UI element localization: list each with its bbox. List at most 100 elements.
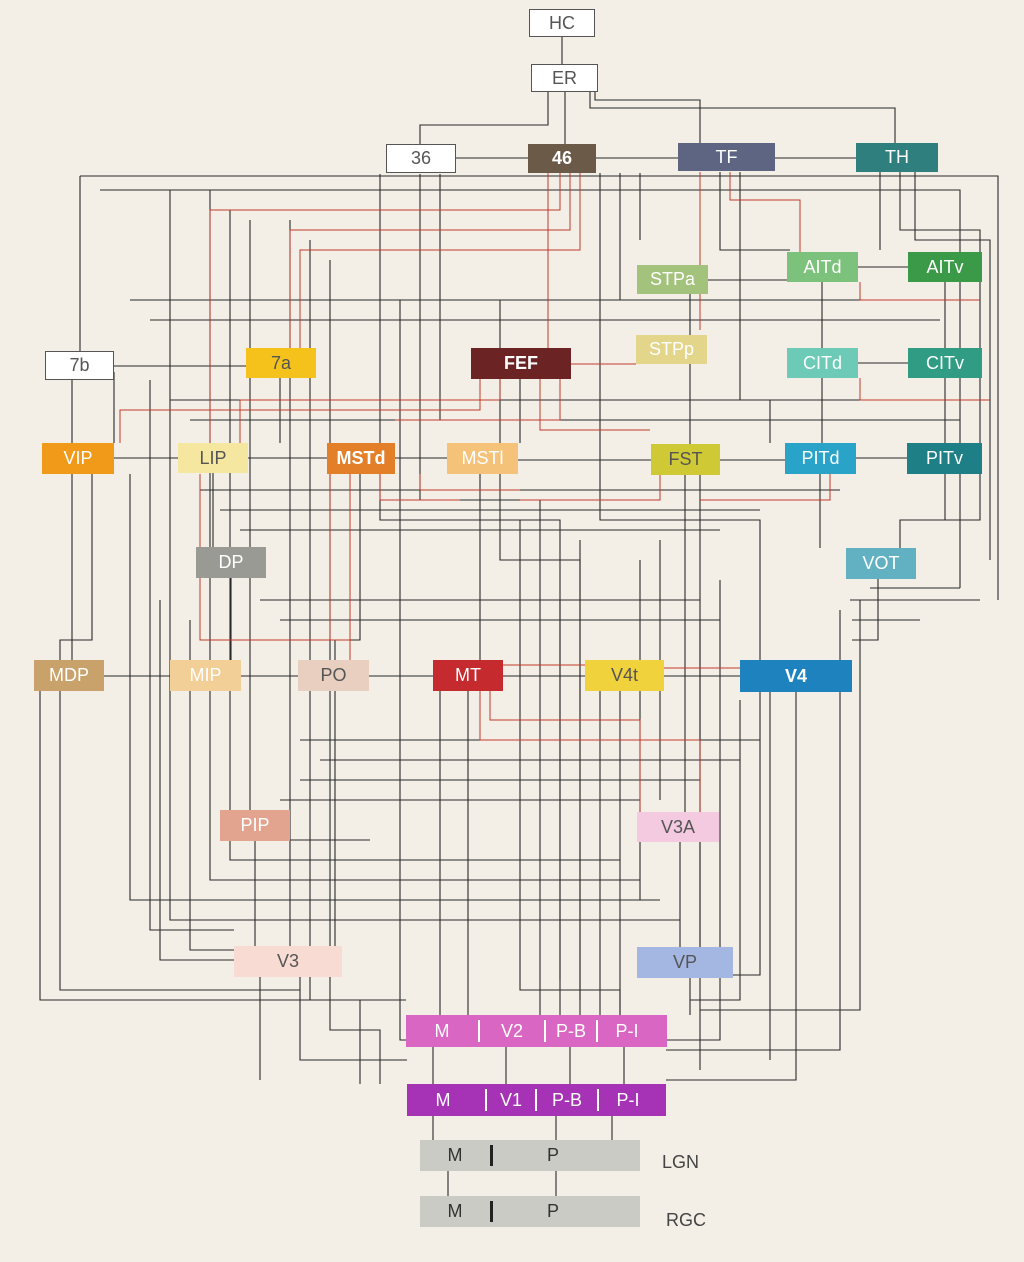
connection-line [209,173,561,443]
node-46: 46 [528,144,596,173]
connection-line [479,691,701,812]
node-mt: MT [433,660,503,691]
v2-pb: P-B [555,1020,586,1041]
connection-line [700,600,861,1011]
connection-line [733,692,761,976]
node-vp: VP [637,947,733,978]
connection-line [129,474,234,901]
node-fst: FST [651,444,720,475]
connection-line [299,173,581,348]
node-pitv: PITv [907,443,982,474]
rgc-label: RGC [666,1210,706,1230]
v1-divider [597,1088,599,1112]
connection-line [599,173,761,660]
connection-line [189,620,234,951]
node-aitv: AITv [908,252,982,282]
connection-line [489,691,641,812]
rgc-m: M [447,1201,463,1221]
connection-line [666,692,797,1081]
connection-line [539,379,650,431]
v1-m: M [435,1089,451,1110]
connection-line [59,691,300,991]
node-v1: M V1 P-B P-I [407,1084,666,1116]
rgc-p: P [546,1201,559,1221]
connection-line [899,474,946,548]
connection-line [589,92,896,143]
node-lip: LIP [178,443,248,473]
lgn-m: M [447,1145,463,1165]
node-pip: PIP [220,810,290,841]
connection-line [329,260,381,1084]
node-mstd: MSTd [327,443,395,474]
node-pitd: PITd [785,443,856,474]
node-7a: 7a [246,348,316,378]
connection-line [395,379,561,421]
connection-line [729,172,801,252]
connection-line [639,560,660,901]
node-stpp: STPp [636,335,707,364]
connection-line [859,378,990,401]
node-dp: DP [196,547,266,578]
lgn-divider [490,1144,493,1167]
connection-line [899,172,981,521]
node-v3: V3 [234,946,342,977]
v2-pi: P-I [615,1020,639,1041]
connection-line [419,92,549,144]
node-mdp: MDP [34,660,104,691]
v2-divider [544,1019,546,1043]
connection-line [149,380,234,931]
connection-line [594,92,701,143]
v1-divider [485,1088,487,1112]
connection-line [399,300,407,1041]
node-v2: M V2 P-B P-I [406,1015,667,1047]
v2-divider [596,1019,598,1043]
connection-line [159,600,234,961]
connection-line [666,610,841,1051]
v2-divider [478,1019,480,1043]
node-v4t: V4t [585,660,664,691]
node-mstl: MSTl [447,443,518,474]
node-36: 36 [386,144,456,173]
connection-line [666,580,721,1041]
node-citv: CITv [908,348,982,378]
node-7b: 7b [45,351,114,380]
node-stpa: STPa [637,265,708,294]
connection-line [690,700,741,1001]
node-vot: VOT [846,548,916,579]
connection-line [859,282,980,301]
connection-line [379,474,460,501]
lgn-p: P [546,1145,559,1165]
connection-line [59,474,93,660]
node-aitd: AITd [787,252,858,282]
connection-line [299,977,407,1061]
connection-line [852,579,879,641]
connection-line [289,173,571,348]
node-er: ER [531,64,598,92]
connection-line [334,474,361,660]
connection-line [119,379,481,443]
connection-line [419,174,541,1015]
v2-m: M [434,1020,450,1041]
connection-line [519,520,621,1015]
connection-line [700,474,831,501]
connection-line [239,379,501,443]
node-v4: V4 [740,660,852,692]
node-rgc: M P [420,1196,640,1227]
v2-label: V2 [500,1020,524,1041]
connection-line [719,172,790,251]
node-tf: TF [678,143,775,171]
node-po: PO [298,660,369,691]
node-citd: CITd [787,348,858,378]
node-th: TH [856,143,938,172]
node-v3a: V3A [637,812,719,842]
node-mip: MIP [170,660,241,691]
node-fef: FEF [471,348,571,379]
connection-line [419,474,520,491]
v1-label: V1 [499,1089,523,1110]
connection-line [739,172,771,443]
v1-pi: P-I [616,1089,640,1110]
connection-line [300,474,331,641]
lgn-label: LGN [662,1152,700,1172]
